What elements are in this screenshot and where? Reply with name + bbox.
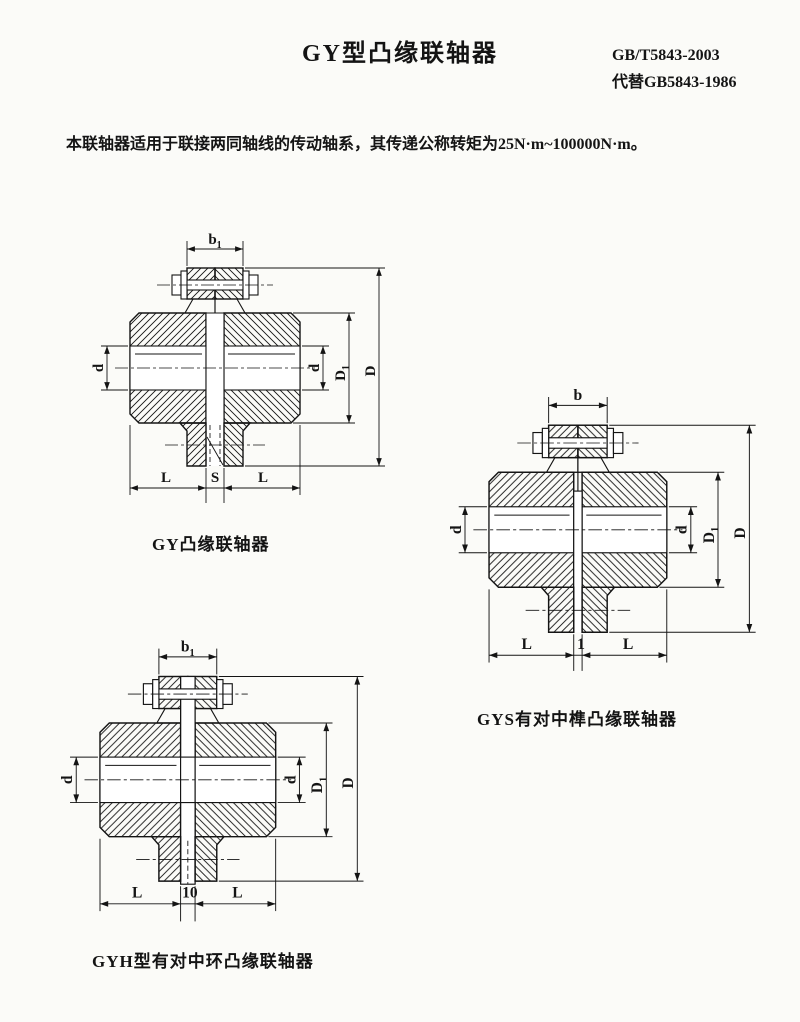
figure-caption-gyh: GYH型有对中环凸缘联轴器 [92,952,314,971]
dim-label-L-left: L [521,636,531,653]
dim-label-d-right: d [307,363,323,372]
dim-label-d-left: d [59,775,76,784]
dim-label-d-left: d [91,363,107,372]
dim-label-D: D [340,777,357,788]
dimensions: b1 d d D1 D L [59,639,364,922]
standard-code: GB/T5843-2003 [612,47,720,64]
dim-label-b: b [574,387,583,404]
dim-label-L-right: L [623,636,633,653]
standard-reference: GB/T5843-2003 代替GB5843-1986 [612,42,736,96]
dim-label-gap: 1 [577,636,585,653]
bottom-flange [136,835,240,885]
page-title: GY型凸缘联轴器 [302,41,498,67]
standard-replaces: 代替GB5843-1986 [612,74,737,91]
dim-label-d-left: d [448,525,465,534]
dimensions: b1 d d D1 D L [91,232,385,503]
flange-bolt [517,427,639,459]
dim-label-d-right: d [282,775,299,784]
dim-label-d-right: d [674,525,691,534]
dim-label-L-left: L [132,885,142,902]
figure-caption-gys: GYS有对中榫凸缘联轴器 [477,710,677,729]
gyh-coupling-drawing: b1 d d D1 D L [59,639,364,922]
dim-label-L-left: L [161,470,171,486]
hub-section [488,424,668,633]
dim-label-S: S [211,470,219,486]
gy-coupling-drawing: b1 d d D1 D L [91,232,385,503]
gys-coupling-drawing: b d d D1 D L [448,387,756,671]
dim-label-gap: 10 [182,885,198,902]
dim-label-b1: b1 [208,232,221,251]
dim-label-D: D [732,527,749,538]
dimensions: b d d D1 D L [448,387,756,671]
figure-caption-gy: GY凸缘联轴器 [152,535,270,554]
bottom-flange [525,586,631,633]
dim-label-L-right: L [232,885,242,902]
intro-paragraph: 本联轴器适用于联接两同轴线的传动轴系，其传递公称转矩为25N·m~100000N… [66,136,647,153]
dim-label-d1: D1 [701,527,721,544]
bottom-flange [165,422,265,467]
dim-label-d1: D1 [309,777,329,793]
hub-section [129,267,301,466]
flange-bolt [157,270,273,300]
dim-label-d1: D1 [333,365,352,381]
dim-label-L-right: L [258,470,268,486]
dim-label-b1: b1 [181,639,195,659]
dim-label-D: D [363,365,379,376]
flange-bolt [127,679,248,710]
